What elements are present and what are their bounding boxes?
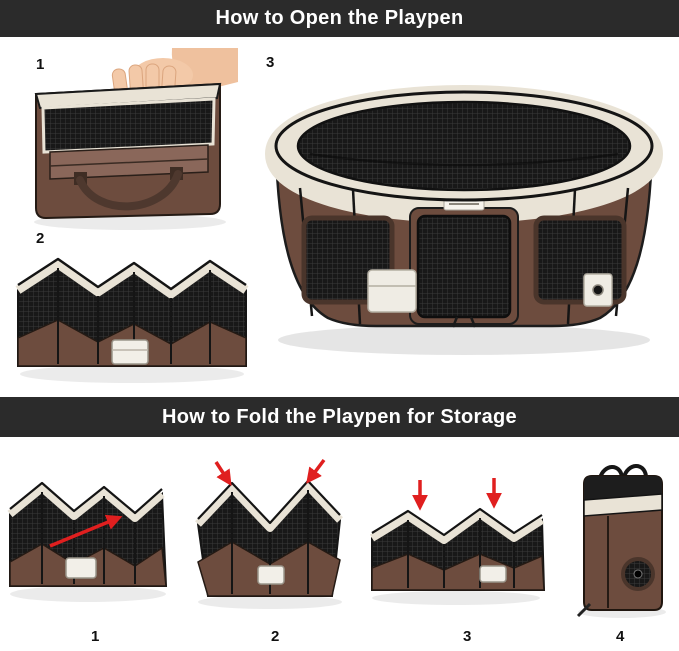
open-step-3-open-playpen-illustration <box>252 68 676 382</box>
fold-step-3-graphic <box>369 478 546 605</box>
fold-step-2-illustration <box>182 458 358 618</box>
left-side-pocket <box>367 269 417 313</box>
fold-step-1-number: 1 <box>91 628 100 645</box>
open-section-header: How to Open the Playpen <box>0 0 679 37</box>
fold-step-1-illustration <box>2 468 174 620</box>
fold-step-3-illustration <box>362 476 550 620</box>
unfolding-playpen-graphic <box>15 257 249 383</box>
fold-step-2-graphic <box>195 458 343 609</box>
folded-bag-icon <box>34 82 222 220</box>
open-step-1-number: 1 <box>36 56 45 73</box>
mesh-roof <box>296 100 632 192</box>
fold-down-arrow-right <box>306 458 326 484</box>
fold-step-2-number: 2 <box>271 628 280 645</box>
fold-down-arrow-left <box>214 461 232 486</box>
front-door-panel <box>409 207 519 328</box>
grommet-hole <box>592 284 604 296</box>
carry-handles <box>598 464 648 479</box>
open-step-2-unfolding-playpen-illustration <box>8 246 256 398</box>
fold-step-4-number: 4 <box>616 628 625 645</box>
fold-section-header: How to Fold the Playpen for Storage <box>0 397 679 437</box>
folded-flat-bag-graphic <box>576 464 666 618</box>
open-step-1-carry-bag-illustration <box>20 48 238 236</box>
open-step-3-number: 3 <box>266 54 275 71</box>
side-pocket <box>111 339 149 365</box>
open-playpen-graphic <box>265 85 663 355</box>
fold-step-3-number: 3 <box>463 628 472 645</box>
zipper-pulls <box>451 316 477 328</box>
carry-bag-graphic <box>34 48 238 230</box>
fold-step-1-graphic <box>7 481 168 602</box>
open-step-2-number: 2 <box>36 230 45 247</box>
fold-step-4-illustration <box>564 458 676 622</box>
fold-direction-arrow <box>49 514 123 548</box>
